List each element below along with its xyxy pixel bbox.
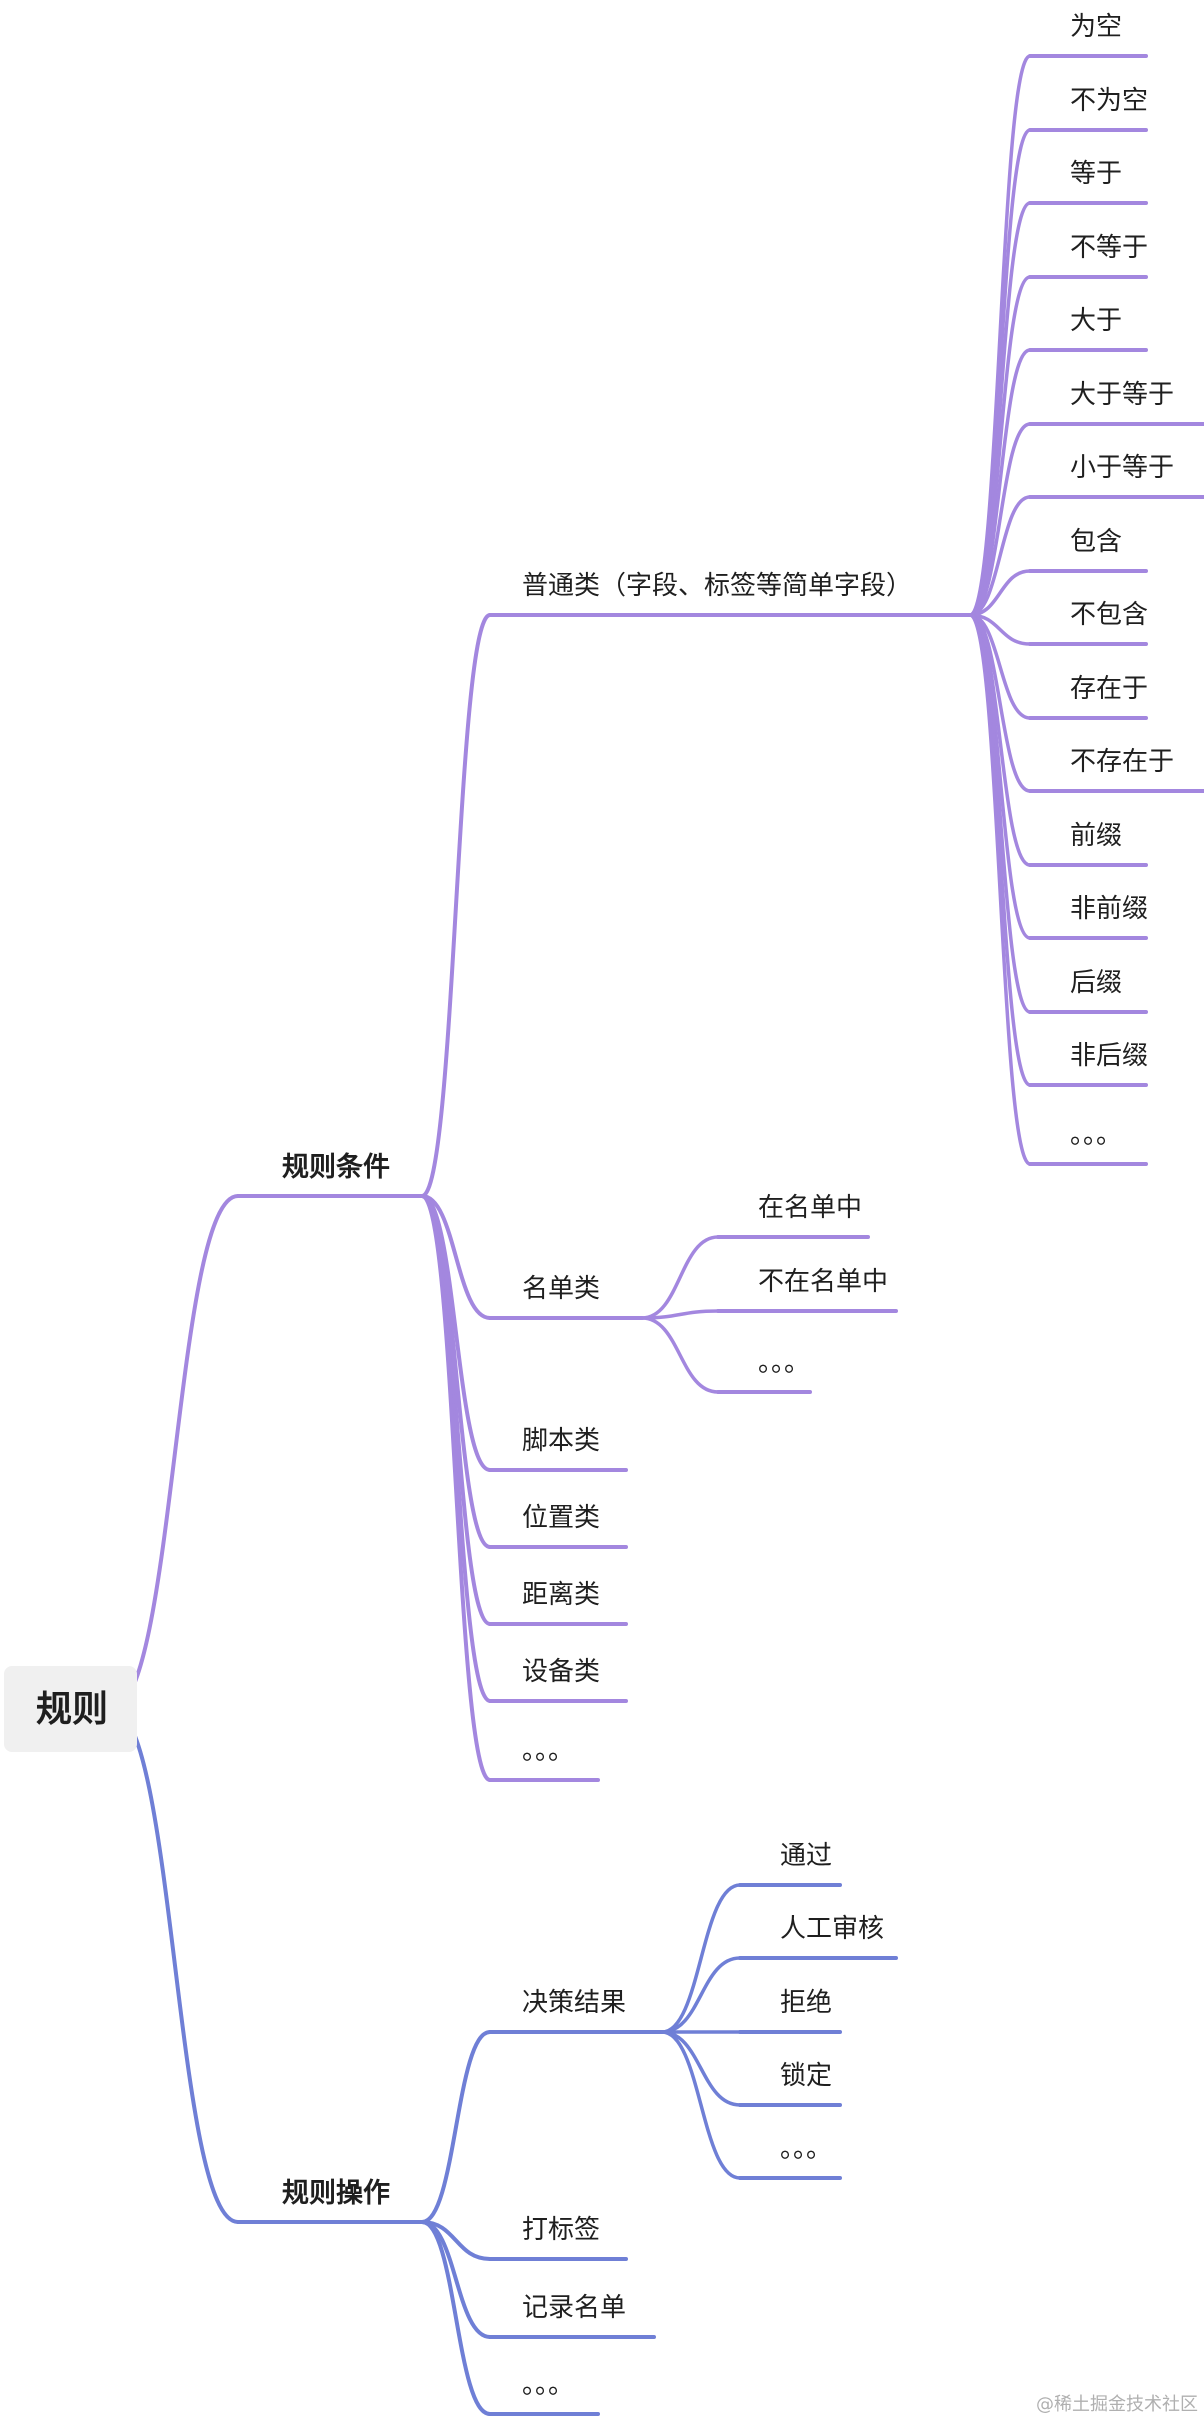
connector-leaf-0-0-7: [968, 569, 1032, 617]
child-1-0-label[interactable]: 决策结果: [522, 1988, 627, 2018]
child-0-6-label[interactable]: 。。。: [522, 1736, 575, 1766]
connector-branch-0-child-0: [420, 613, 492, 1198]
connector-root-branch-0: [110, 1194, 240, 1711]
connector-leaf-0-1-2: [640, 1316, 720, 1394]
connector-leaf-0-0-4: [968, 348, 1032, 617]
leaf-0-0-15-label[interactable]: 。。。: [1070, 1120, 1123, 1150]
child-0-5-label[interactable]: 设备类: [522, 1657, 601, 1687]
connector-branch-1-child-3: [420, 2220, 492, 2416]
connector-branch-0-child-5: [420, 1194, 492, 1703]
child-0-0-label[interactable]: 普通类（字段、标签等简单字段）: [522, 571, 913, 601]
connector-leaf-1-0-0: [660, 1883, 742, 2034]
leaf-0-1-2-label[interactable]: 。。。: [758, 1348, 811, 1378]
connector-root-branch-1: [110, 1707, 240, 2224]
child-1-3-label[interactable]: 。。。: [522, 2370, 575, 2400]
leaf-0-0-10-label[interactable]: 不存在于: [1070, 747, 1175, 777]
child-0-3-label[interactable]: 位置类: [522, 1503, 601, 1533]
leaf-0-0-0-label[interactable]: 为空: [1070, 12, 1123, 42]
child-0-1-label[interactable]: 名单类: [522, 1274, 601, 1304]
leaf-0-0-11-label[interactable]: 前缀: [1070, 821, 1123, 851]
leaf-0-0-13-label[interactable]: 后缀: [1070, 968, 1123, 998]
connector-leaf-0-0-1: [968, 128, 1032, 617]
leaf-0-0-3-label[interactable]: 不等于: [1070, 233, 1149, 263]
connector-leaf-0-0-6: [968, 495, 1032, 617]
leaf-0-0-6-label[interactable]: 小于等于: [1070, 453, 1175, 483]
child-0-4-label[interactable]: 距离类: [522, 1580, 601, 1610]
connector-branch-0-child-6: [420, 1194, 492, 1782]
connector-leaf-1-0-3: [660, 2030, 742, 2107]
connector-leaf-0-0-0: [968, 54, 1032, 617]
watermark: @稀土掘金技术社区: [1036, 2394, 1198, 2415]
child-1-1-label[interactable]: 打标签: [522, 2215, 601, 2245]
connector-leaf-1-0-4: [660, 2030, 742, 2180]
leaf-0-1-0-label[interactable]: 在名单中: [758, 1193, 863, 1223]
leaf-0-0-7-label[interactable]: 包含: [1070, 527, 1123, 557]
leaf-0-1-1-label[interactable]: 不在名单中: [758, 1267, 889, 1297]
leaf-0-0-14-label[interactable]: 非后缀: [1070, 1041, 1149, 1071]
child-1-2-label[interactable]: 记录名单: [522, 2293, 627, 2323]
leaf-0-0-1-label[interactable]: 不为空: [1070, 86, 1149, 116]
leaf-1-0-0-label[interactable]: 通过: [780, 1841, 833, 1871]
leaf-1-0-1-label[interactable]: 人工审核: [780, 1914, 885, 1944]
leaf-0-0-9-label[interactable]: 存在于: [1070, 674, 1149, 704]
branch-1-label[interactable]: 规则操作: [282, 2178, 390, 2209]
connector-leaf-0-0-14: [968, 613, 1032, 1087]
connector-branch-0-child-1: [420, 1194, 492, 1320]
connector-leaf-0-1-0: [640, 1235, 720, 1320]
leaf-0-0-8-label[interactable]: 不包含: [1070, 600, 1149, 630]
connector-leaf-0-1-1: [640, 1309, 720, 1320]
leaf-0-0-5-label[interactable]: 大于等于: [1070, 380, 1175, 410]
leaf-1-0-4-label[interactable]: 。。。: [780, 2134, 833, 2164]
leaf-1-0-2-label[interactable]: 拒绝: [780, 1988, 833, 2018]
leaf-0-0-2-label[interactable]: 等于: [1070, 159, 1123, 189]
connector-leaf-0-0-5: [968, 422, 1032, 617]
branch-0-label[interactable]: 规则条件: [282, 1152, 390, 1183]
connector-leaf-0-0-13: [968, 613, 1032, 1014]
root-node[interactable]: [4, 1666, 137, 1752]
leaf-0-0-12-label[interactable]: 非前缀: [1070, 894, 1149, 924]
child-0-2-label[interactable]: 脚本类: [522, 1426, 601, 1456]
root-label: 规则: [36, 1689, 109, 1730]
connector-leaf-1-0-1: [660, 1956, 742, 2034]
leaf-0-0-4-label[interactable]: 大于: [1070, 306, 1123, 336]
connector-leaf-0-0-15: [968, 613, 1032, 1166]
connector-branch-1-child-0: [420, 2030, 492, 2224]
leaf-1-0-3-label[interactable]: 锁定: [780, 2061, 833, 2091]
